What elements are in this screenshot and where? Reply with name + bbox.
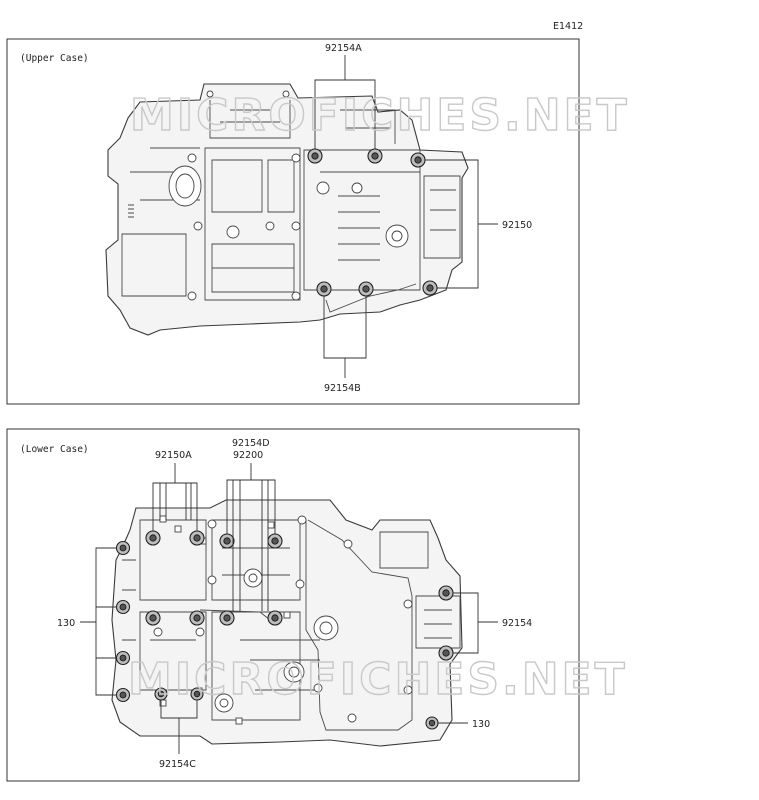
lower-leader-130-left bbox=[80, 547, 117, 696]
lower-label-92150A: 92150A bbox=[155, 450, 192, 461]
lower-label-92200: 92200 bbox=[233, 450, 263, 461]
upper-case-frame bbox=[6, 38, 580, 405]
upper-label-92154A: 92154A bbox=[325, 43, 362, 54]
lower-leader-92154D-92200 bbox=[226, 463, 276, 611]
upper-bolt-92154A-right bbox=[367, 148, 383, 164]
upper-bolt-92154A-left bbox=[307, 148, 323, 164]
lower-label-92154: 92154 bbox=[502, 618, 532, 629]
lower-bolt-92150A-2 bbox=[189, 530, 205, 546]
upper-label-92154B: 92154B bbox=[324, 383, 361, 394]
upper-leader-92150 bbox=[425, 159, 498, 289]
lower-bolt-130-4 bbox=[115, 687, 131, 703]
lower-bolt-92154D-1 bbox=[219, 533, 235, 549]
upper-case-panel: (Upper Case) bbox=[6, 38, 580, 405]
upper-bolt-92154B-left bbox=[316, 281, 332, 297]
lower-case-title: (Lower Case) bbox=[20, 444, 89, 455]
lower-label-92154C: 92154C bbox=[159, 759, 196, 770]
lower-bolt-92150A-1 bbox=[145, 530, 161, 546]
lower-bolt-130-2 bbox=[115, 599, 131, 615]
lower-bolt-130-right bbox=[425, 716, 439, 730]
lower-label-130-right: 130 bbox=[472, 719, 490, 730]
lower-bolt-92154-top bbox=[438, 585, 454, 601]
lower-bolt-92200-2 bbox=[189, 610, 205, 626]
diagram-code: E1412 bbox=[553, 21, 583, 32]
upper-crankcase-drawing bbox=[105, 83, 469, 336]
lower-leader-92154 bbox=[453, 592, 498, 654]
lower-bolt-130-1 bbox=[115, 540, 131, 556]
upper-case-title: (Upper Case) bbox=[20, 53, 89, 64]
lower-case-panel: (Lower Case) bbox=[6, 428, 580, 782]
upper-bolt-92150-top bbox=[410, 152, 426, 168]
watermark-lower: MICROFICHES.NET bbox=[128, 654, 628, 705]
lower-bolt-92154D-2 bbox=[267, 533, 283, 549]
lower-label-92154D: 92154D bbox=[232, 438, 270, 449]
lower-leader-92150A bbox=[152, 463, 198, 531]
upper-bolt-92150-bottom bbox=[422, 280, 438, 296]
upper-leader-92154A bbox=[314, 55, 376, 149]
watermark-upper: MICROFICHES.NET bbox=[130, 90, 630, 141]
lower-bolt-92200-4 bbox=[267, 610, 283, 626]
lower-bolt-92200-3 bbox=[219, 610, 235, 626]
lower-crankcase-drawing bbox=[111, 499, 463, 747]
upper-leader-92154B bbox=[323, 296, 367, 378]
upper-bolt-92154B-right bbox=[358, 281, 374, 297]
lower-bolt-92154C-1 bbox=[154, 687, 168, 701]
lower-leader-92154C bbox=[160, 700, 198, 754]
upper-label-92150: 92150 bbox=[502, 220, 532, 231]
lower-label-130-left: 130 bbox=[57, 618, 75, 629]
lower-bolt-92200-1 bbox=[145, 610, 161, 626]
lower-case-frame bbox=[6, 428, 580, 782]
